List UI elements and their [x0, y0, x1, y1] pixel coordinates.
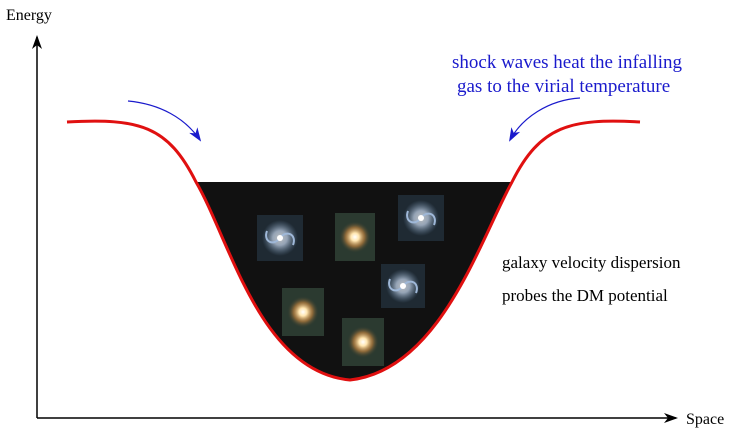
x-axis-label: Space	[686, 411, 724, 428]
velocity-dispersion-annotation-line2: probes the DM potential	[502, 286, 668, 305]
galaxy-elliptical	[282, 288, 324, 336]
infall-arrow-left	[127, 100, 202, 142]
shock-waves-annotation-line2: gas to the virial temperature	[457, 76, 670, 97]
velocity-dispersion-annotation: galaxy velocity dispersion	[502, 253, 681, 272]
potential-well-curve	[66, 119, 641, 382]
galaxy-elliptical	[342, 318, 384, 366]
galaxy-spiral	[381, 264, 425, 308]
infall-arrow-right	[509, 97, 581, 142]
y-axis-label: Energy	[6, 7, 52, 24]
shock-waves-annotation: shock waves heat the infalling	[452, 52, 683, 73]
galaxy-spiral	[257, 215, 303, 261]
galaxy-elliptical	[335, 213, 375, 261]
galaxy-spiral	[398, 195, 444, 241]
